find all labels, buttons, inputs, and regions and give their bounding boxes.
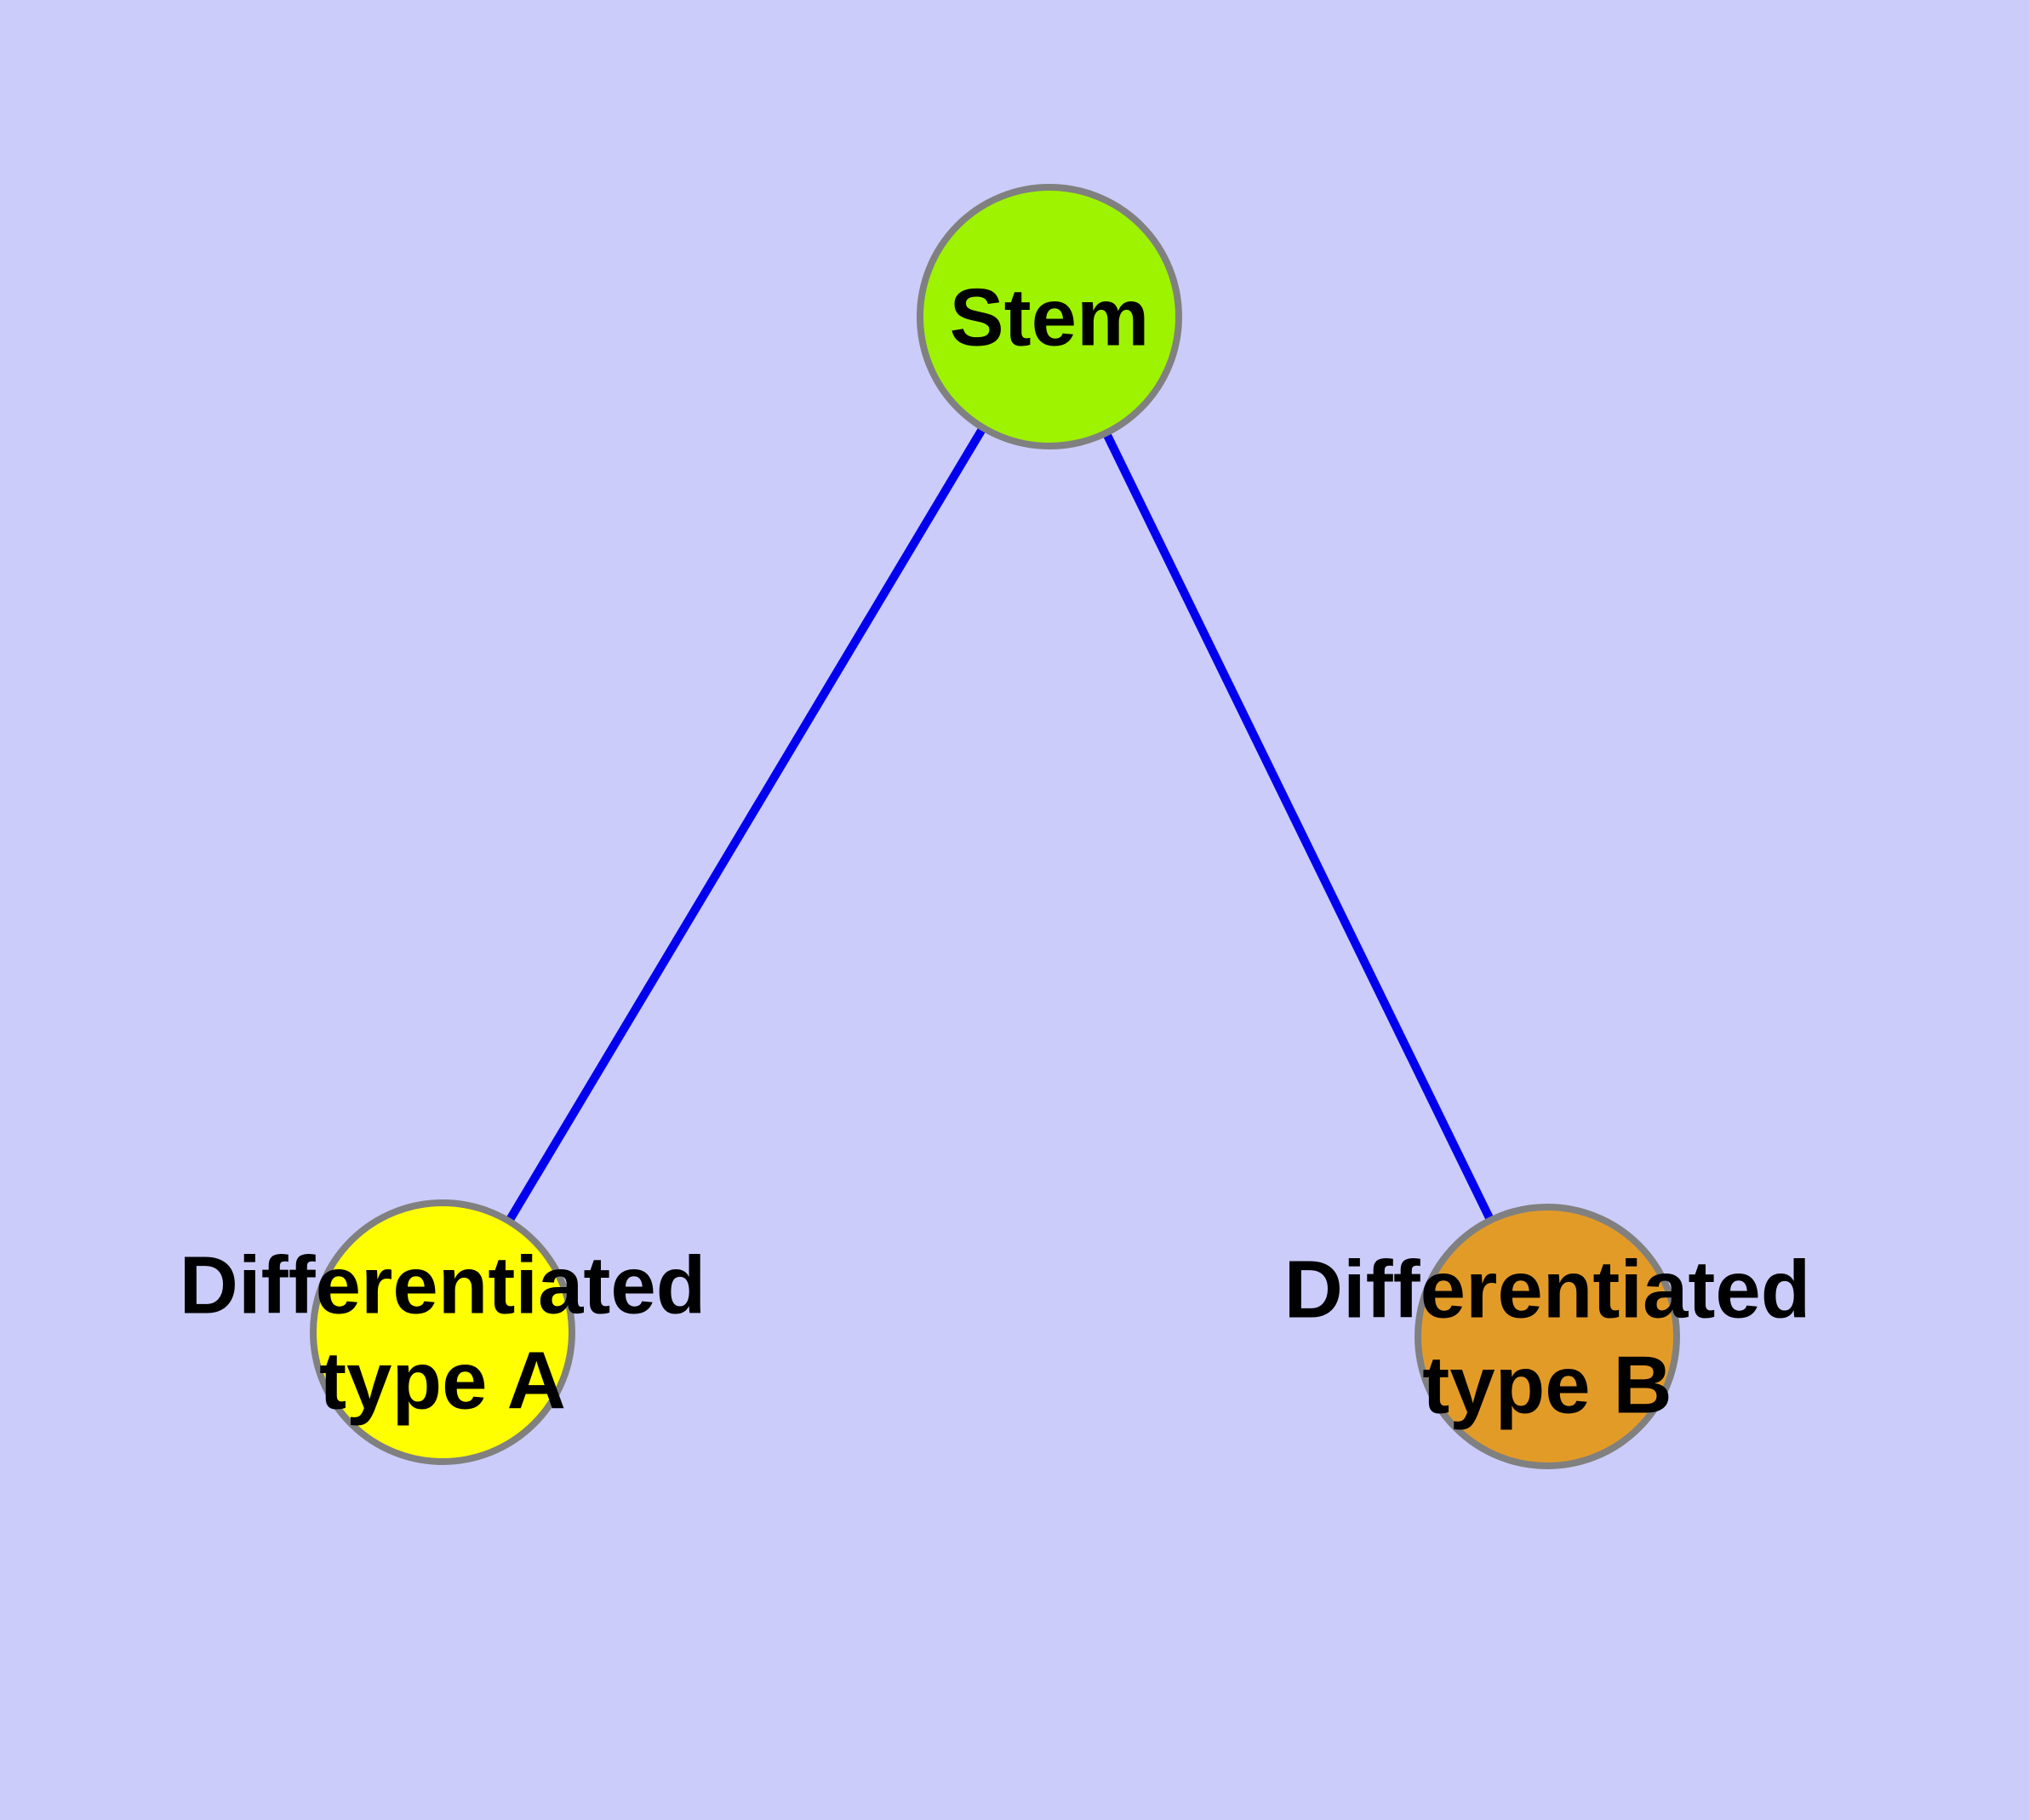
node-label-line: Differentiated: [1284, 1245, 1811, 1336]
edge-stem-to-diff-b[interactable]: [1045, 314, 1552, 1339]
node-label-stem: Stem: [950, 272, 1150, 363]
node-label-line: type A: [319, 1336, 566, 1427]
edge-stem-to-diff-a[interactable]: [438, 314, 1054, 1335]
node-diff-a[interactable]: [310, 1199, 575, 1465]
node-diff-b[interactable]: [1415, 1204, 1680, 1469]
node-stem[interactable]: [917, 184, 1182, 449]
node-label-line: Differentiated: [180, 1240, 706, 1331]
node-label-line: type B: [1422, 1340, 1672, 1431]
edges-layer: [438, 314, 1552, 1339]
node-label-line: Stem: [950, 272, 1150, 363]
nodes-layer: [310, 184, 1680, 1469]
